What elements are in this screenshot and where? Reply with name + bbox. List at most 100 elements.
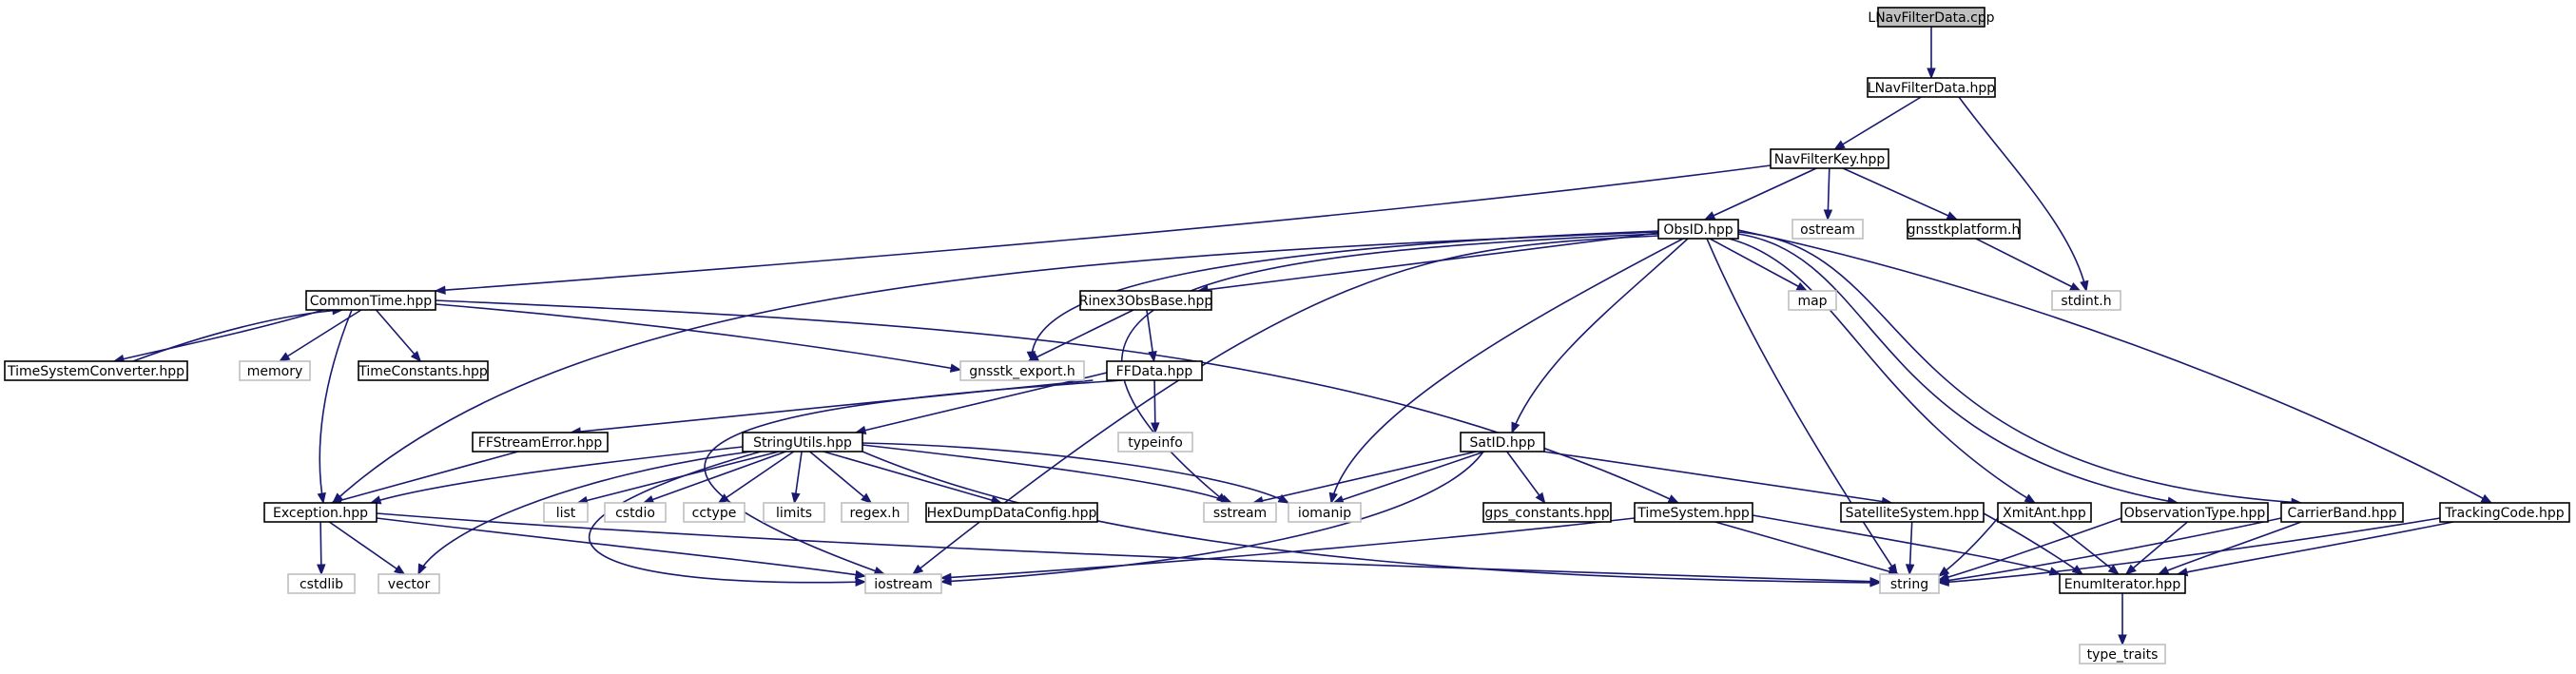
edge-arrowhead — [1148, 350, 1157, 363]
node-box — [959, 360, 1085, 381]
node-Rinex3ObsBase_hpp[interactable]: Rinex3ObsBase.hpp — [1079, 290, 1213, 311]
node-label: type_traits — [2087, 647, 2159, 663]
edge-line — [1975, 238, 2081, 292]
edge-arrowhead — [855, 577, 867, 587]
edge-arrowhead — [791, 491, 801, 505]
node-box — [742, 432, 863, 453]
edge-line — [2158, 521, 2302, 575]
node-label: regex.h — [850, 506, 901, 521]
node-TimeSystemConverter_hpp[interactable]: TimeSystemConverter.hpp — [4, 360, 188, 381]
node-SatelliteSystem_hpp[interactable]: SatelliteSystem.hpp — [1840, 502, 1985, 523]
node-label: FFData.hpp — [1116, 364, 1193, 379]
node-vector: vector — [378, 573, 440, 594]
edge-arrowhead — [1535, 491, 1546, 505]
edge-line — [370, 446, 744, 504]
edge-CommonTime_hpp-to-TimeSystem_hpp — [435, 299, 1680, 504]
edge-arrowhead — [1869, 576, 1882, 587]
node-ObservationType_hpp[interactable]: ObservationType.hpp — [2121, 502, 2269, 523]
node-StringUtils_hpp[interactable]: StringUtils.hpp — [742, 432, 863, 453]
node-EnumIterator_hpp[interactable]: EnumIterator.hpp — [2059, 573, 2186, 594]
edge-ObservationType_hpp-to-string — [1937, 517, 2122, 582]
node-LNavFilterData_hpp[interactable]: LNavFilterData.hpp — [1867, 77, 1996, 98]
node-FFStreamError_hpp[interactable]: FFStreamError.hpp — [472, 432, 609, 453]
node-TimeConstants_hpp[interactable]: TimeConstants.hpp — [358, 360, 489, 381]
edge-line — [279, 309, 362, 362]
node-LNavFilterData_cpp: LNavFilterData.cpp — [1868, 7, 1995, 28]
node-label: Rinex3ObsBase.hpp — [1079, 294, 1213, 309]
node-box — [604, 502, 667, 523]
edge-line — [862, 444, 1232, 504]
node-XmitAnt_hpp[interactable]: XmitAnt.hpp — [1997, 502, 2092, 523]
node-CarrierBand_hpp[interactable]: CarrierBand.hpp — [2280, 502, 2404, 523]
edge-arrowhead — [317, 491, 326, 505]
edge-arrowhead — [417, 563, 427, 576]
edge-arrowhead — [717, 493, 729, 504]
node-box — [1460, 432, 1545, 453]
edge-line — [435, 164, 1772, 292]
node-label: iomanip — [1298, 506, 1351, 521]
node-string: string — [1879, 573, 1940, 594]
node-CommonTime_hpp[interactable]: CommonTime.hpp — [305, 290, 436, 311]
node-box — [2059, 573, 2186, 594]
node-gnsstkplatform_h[interactable]: gnsstkplatform.h — [1907, 219, 2021, 240]
edge-arrowhead — [1927, 67, 1936, 80]
node-label: gnsstkplatform.h — [1908, 222, 2021, 238]
node-TimeSystem_hpp[interactable]: TimeSystem.hpp — [1634, 502, 1753, 523]
node-box — [1117, 432, 1193, 453]
edge-line — [331, 451, 519, 504]
edge-arrowhead — [394, 565, 406, 575]
edge-arrowhead — [1833, 140, 1846, 150]
edge-line — [1709, 238, 1808, 292]
edge-line — [1330, 238, 1684, 504]
edge-line — [132, 309, 343, 362]
edge-ObsID_hpp-to-SatID_hpp — [1511, 238, 1689, 434]
node-box — [1788, 290, 1837, 311]
edge-line — [1252, 451, 1477, 504]
node-NavFilterKey_hpp[interactable]: NavFilterKey.hpp — [1770, 148, 1889, 169]
edge-TimeSystem_hpp-to-string — [1714, 521, 1900, 576]
edge-arrowhead — [2069, 282, 2082, 292]
edge-ObservationType_hpp-to-EnumIterator_hpp — [2124, 521, 2188, 575]
node-list: list — [543, 502, 589, 523]
edge-line — [940, 517, 1636, 579]
edge-StringUtils_hpp-to-limits — [791, 451, 803, 505]
node-box — [1997, 502, 2092, 523]
edge-FFData_hpp-to-typeinfo — [1151, 379, 1160, 434]
edge-StringUtils_hpp-to-cstdio — [642, 451, 786, 504]
edge-line — [1938, 517, 2282, 583]
node-ObsID_hpp[interactable]: ObsID.hpp — [1657, 219, 1739, 240]
edge-ObsID_hpp-to-iomanip — [1328, 238, 1684, 505]
edge-line — [588, 451, 866, 584]
node-box — [1792, 219, 1864, 240]
node-memory: memory — [239, 360, 311, 381]
node-gps_constants_hpp[interactable]: gps_constants.hpp — [1482, 502, 1612, 523]
node-box — [263, 502, 378, 523]
edge-arrowhead — [1905, 564, 1915, 576]
node-sstream: sstream — [1203, 502, 1277, 523]
edge-line — [862, 442, 1289, 504]
node-iostream: iostream — [864, 573, 942, 594]
node-HexDumpDataConfig_hpp[interactable]: HexDumpDataConfig.hpp — [925, 502, 1098, 523]
node-cctype: cctype — [683, 502, 746, 523]
node-SatID_hpp[interactable]: SatID.hpp — [1460, 432, 1545, 453]
node-ostream: ostream — [1792, 219, 1864, 240]
edge-line — [855, 372, 1108, 433]
node-FFData_hpp[interactable]: FFData.hpp — [1106, 360, 1203, 381]
node-box — [1482, 502, 1612, 523]
node-box — [378, 573, 440, 594]
edge-CommonTime_hpp-to-gnsstk_export_h — [435, 303, 962, 373]
edge-arrowhead — [2118, 634, 2127, 646]
node-label: iostream — [874, 577, 933, 592]
node-label: EnumIterator.hpp — [2064, 577, 2181, 592]
node-label: sstream — [1213, 506, 1267, 521]
edge-line — [376, 512, 1881, 583]
edge-line — [1938, 517, 2122, 581]
node-Exception_hpp[interactable]: Exception.hpp — [263, 502, 378, 523]
graph-edges — [112, 27, 2493, 646]
node-label: TimeSystemConverter.hpp — [7, 364, 184, 379]
edge-SatID_hpp-to-sstream — [1251, 451, 1477, 506]
edge-NavFilterKey_hpp-to-gnsstkplatform_h — [1842, 167, 1959, 221]
node-TrackingCode_hpp[interactable]: TrackingCode.hpp — [2439, 502, 2570, 523]
node-box — [1879, 573, 1940, 594]
